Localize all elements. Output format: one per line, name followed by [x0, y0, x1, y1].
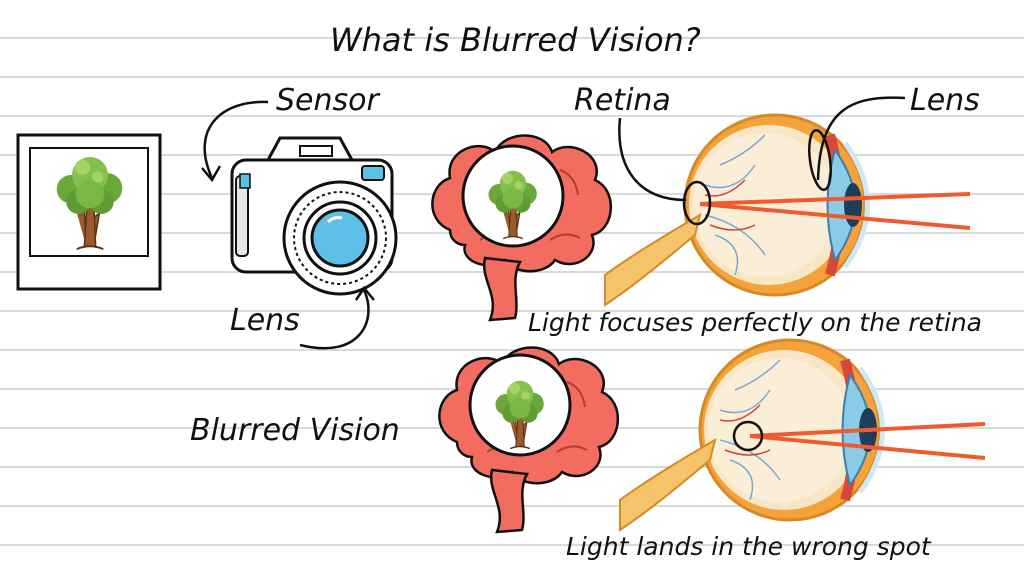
sensor-arrow — [203, 100, 269, 179]
light-ray-top — [699, 192, 971, 206]
blurred-vision-label: Blurred Vision — [190, 413, 400, 448]
sensor-label: Sensor — [276, 83, 379, 118]
eye-lens-label: Lens — [910, 83, 980, 118]
camera-icon — [230, 136, 398, 296]
diagram-title: What is Blurred Vision? — [330, 21, 701, 59]
eye-focused — [605, 115, 971, 305]
light-ray-top-blurred — [749, 422, 986, 438]
lens-arrowhead — [354, 285, 375, 301]
eye-lens-pointer — [816, 96, 906, 181]
focus-caption: Light focuses perfectly on the retina — [528, 308, 982, 337]
brain-blurred — [438, 346, 620, 534]
light-ray-bottom — [699, 202, 971, 230]
sensor-arrowhead — [201, 165, 222, 183]
lens-arrow — [299, 289, 370, 350]
eye-blurred — [620, 340, 986, 530]
light-ray-bottom-blurred — [749, 434, 986, 460]
retina-pointer — [618, 117, 687, 202]
camera-lens-label: Lens — [230, 303, 300, 338]
retina-label: Retina — [574, 83, 671, 118]
lens-marker — [808, 129, 832, 191]
retina-marker — [682, 180, 712, 226]
wrong-spot-caption: Light lands in the wrong spot — [566, 532, 931, 561]
photo-frame — [16, 133, 162, 291]
brain-clear — [431, 134, 613, 322]
wrong-spot-marker — [732, 420, 764, 452]
